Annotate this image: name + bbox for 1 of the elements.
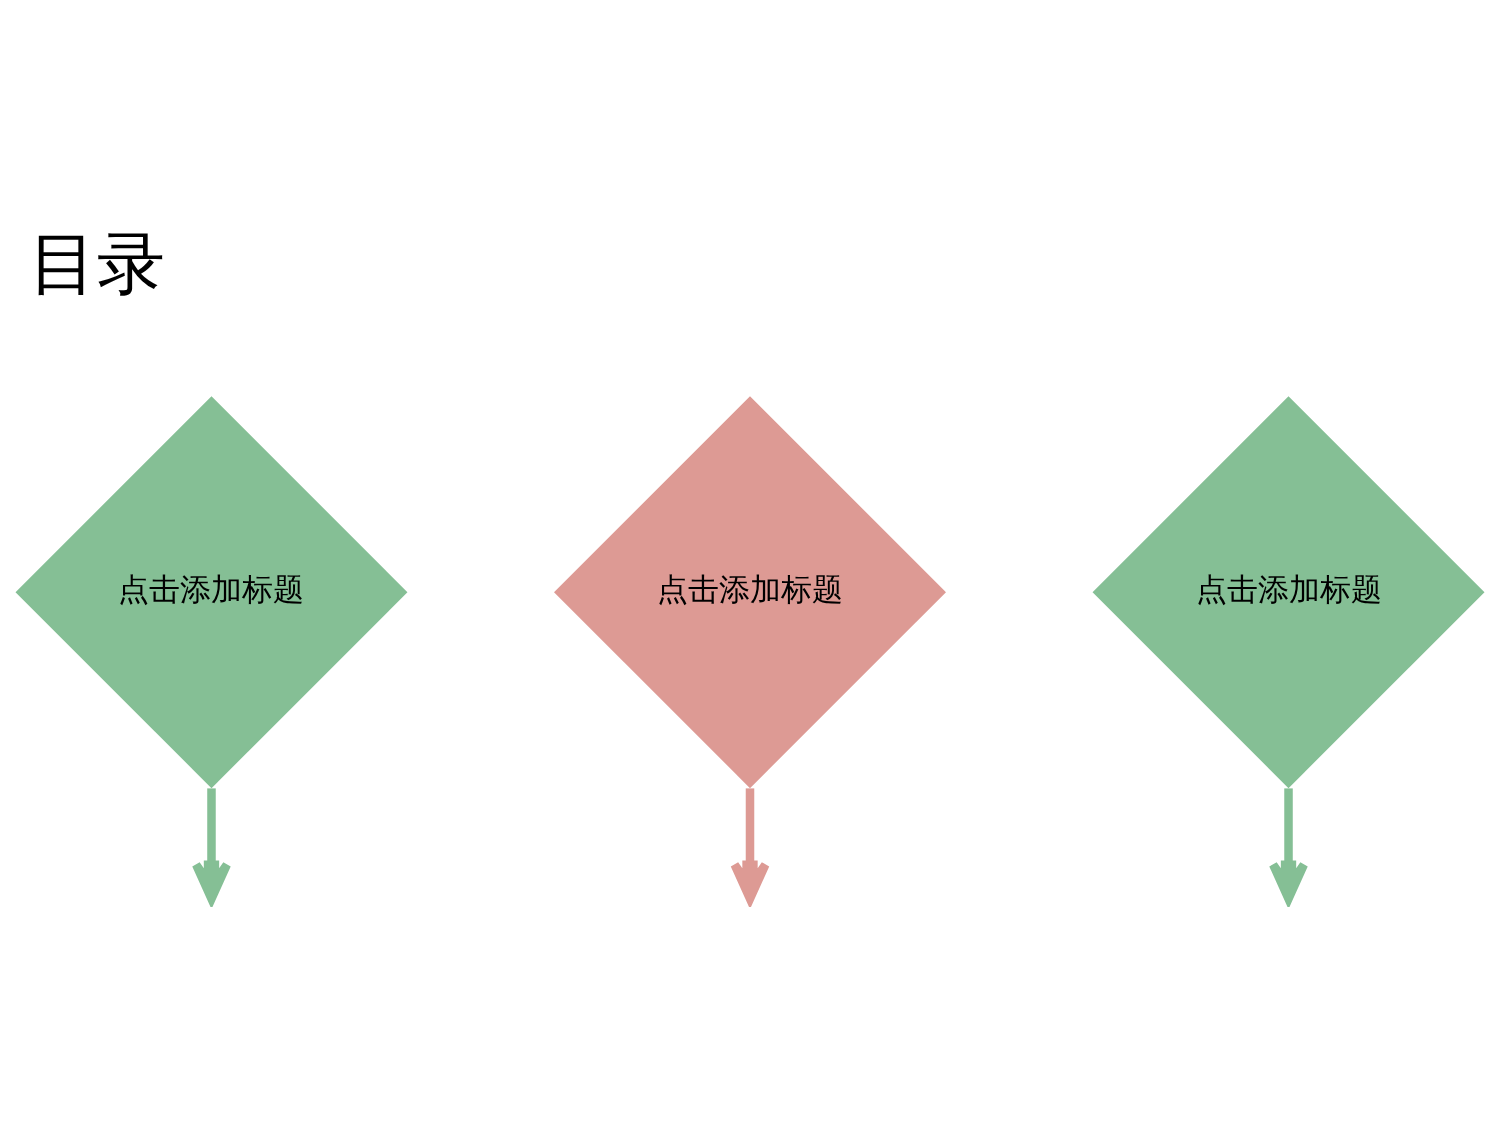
diagram-title: 目录 (29, 223, 166, 303)
